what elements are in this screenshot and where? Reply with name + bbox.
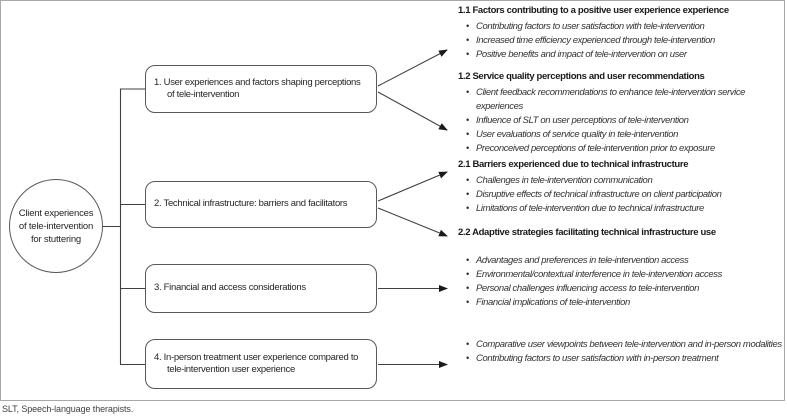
section-1-1: 1.1 Factors contributing to a positive u…: [458, 4, 784, 62]
bullet-item: Financial implications of tele-intervent…: [465, 296, 784, 310]
section-1-2-heading: 1.2 Service quality perceptions and user…: [458, 71, 705, 82]
section-4-bullets: Comparative user viewpoints between tele…: [458, 338, 784, 366]
bullet-item: Contributing factors to user satisfactio…: [465, 20, 784, 34]
bullet-item: Client feedback recommendations to enhan…: [465, 86, 784, 114]
bullet-item: Comparative user viewpoints between tele…: [465, 338, 784, 352]
bullet-item: User evaluations of service quality in t…: [465, 128, 784, 142]
arrow-box2-to-section2-2: [377, 207, 448, 237]
section-2-1-bullets: Challenges in tele-intervention communic…: [458, 174, 784, 216]
section-3: Advantages and preferences in tele-inter…: [458, 254, 784, 310]
bullet-item: Limitations of tele-intervention due to …: [465, 202, 784, 216]
section-4: Comparative user viewpoints between tele…: [458, 338, 784, 366]
topic-box-3: 3. Financial and access considerations: [145, 264, 377, 313]
bullet-item: Personal challenges influencing access t…: [465, 282, 784, 296]
bullet-item: Disruptive effects of technical infrastr…: [465, 188, 784, 202]
topic-box-1: 1. User experiences and factors shaping …: [145, 65, 377, 113]
arrow-box2-to-section2-1: [377, 171, 448, 202]
root-node-label: Client experiences of tele-intervention …: [18, 207, 94, 245]
bullet-item: Positive benefits and impact of tele-int…: [465, 48, 784, 62]
section-1-2: 1.2 Service quality perceptions and user…: [458, 70, 784, 156]
bullet-item: Preconceived perceptions of tele-interve…: [465, 142, 784, 156]
bullet-item: Contributing factors to user satisfactio…: [465, 352, 784, 366]
bullet-item: Environmental/contextual interference in…: [465, 268, 784, 282]
topic-box-3-label: 3. Financial and access considerations: [154, 282, 306, 294]
topic-box-2-label: 2. Technical infrastructure: barriers an…: [154, 198, 348, 210]
arrow-box1-to-section1-2: [377, 91, 448, 131]
bullet-item: Influence of SLT on user perceptions of …: [465, 114, 784, 128]
bullet-item: Increased time efficiency experienced th…: [465, 34, 784, 48]
section-1-1-bullets: Contributing factors to user satisfactio…: [458, 20, 784, 62]
section-1-2-bullets: Client feedback recommendations to enhan…: [458, 86, 784, 156]
section-2-1: 2.1 Barriers experienced due to technica…: [458, 158, 784, 216]
topic-box-4: 4. In-person treatment user experience c…: [145, 339, 377, 389]
section-3-bullets: Advantages and preferences in tele-inter…: [458, 254, 784, 310]
section-2-1-heading: 2.1 Barriers experienced due to technica…: [458, 159, 689, 170]
root-node-circle: Client experiences of tele-intervention …: [9, 179, 103, 273]
section-1-1-heading: 1.1 Factors contributing to a positive u…: [458, 5, 729, 16]
figure-footnote: SLT, Speech-language therapists.: [2, 404, 134, 414]
arrow-box1-to-section1-1: [377, 49, 448, 87]
section-2-2-heading: 2.2 Adaptive strategies facilitating tec…: [458, 227, 716, 238]
section-2-2: 2.2 Adaptive strategies facilitating tec…: [458, 226, 784, 242]
bullet-item: Advantages and preferences in tele-inter…: [465, 254, 784, 268]
bullet-item: Challenges in tele-intervention communic…: [465, 174, 784, 188]
topic-box-4-label: 4. In-person treatment user experience c…: [154, 351, 359, 376]
topic-box-1-label: 1. User experiences and factors shaping …: [154, 76, 361, 101]
topic-box-2: 2. Technical infrastructure: barriers an…: [145, 181, 377, 228]
